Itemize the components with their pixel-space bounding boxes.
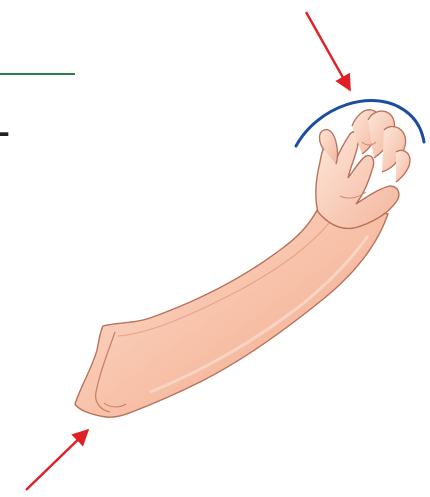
arrow-top-icon bbox=[306, 12, 350, 90]
arrow-bottom-icon bbox=[26, 430, 88, 490]
finger-little bbox=[396, 150, 410, 182]
